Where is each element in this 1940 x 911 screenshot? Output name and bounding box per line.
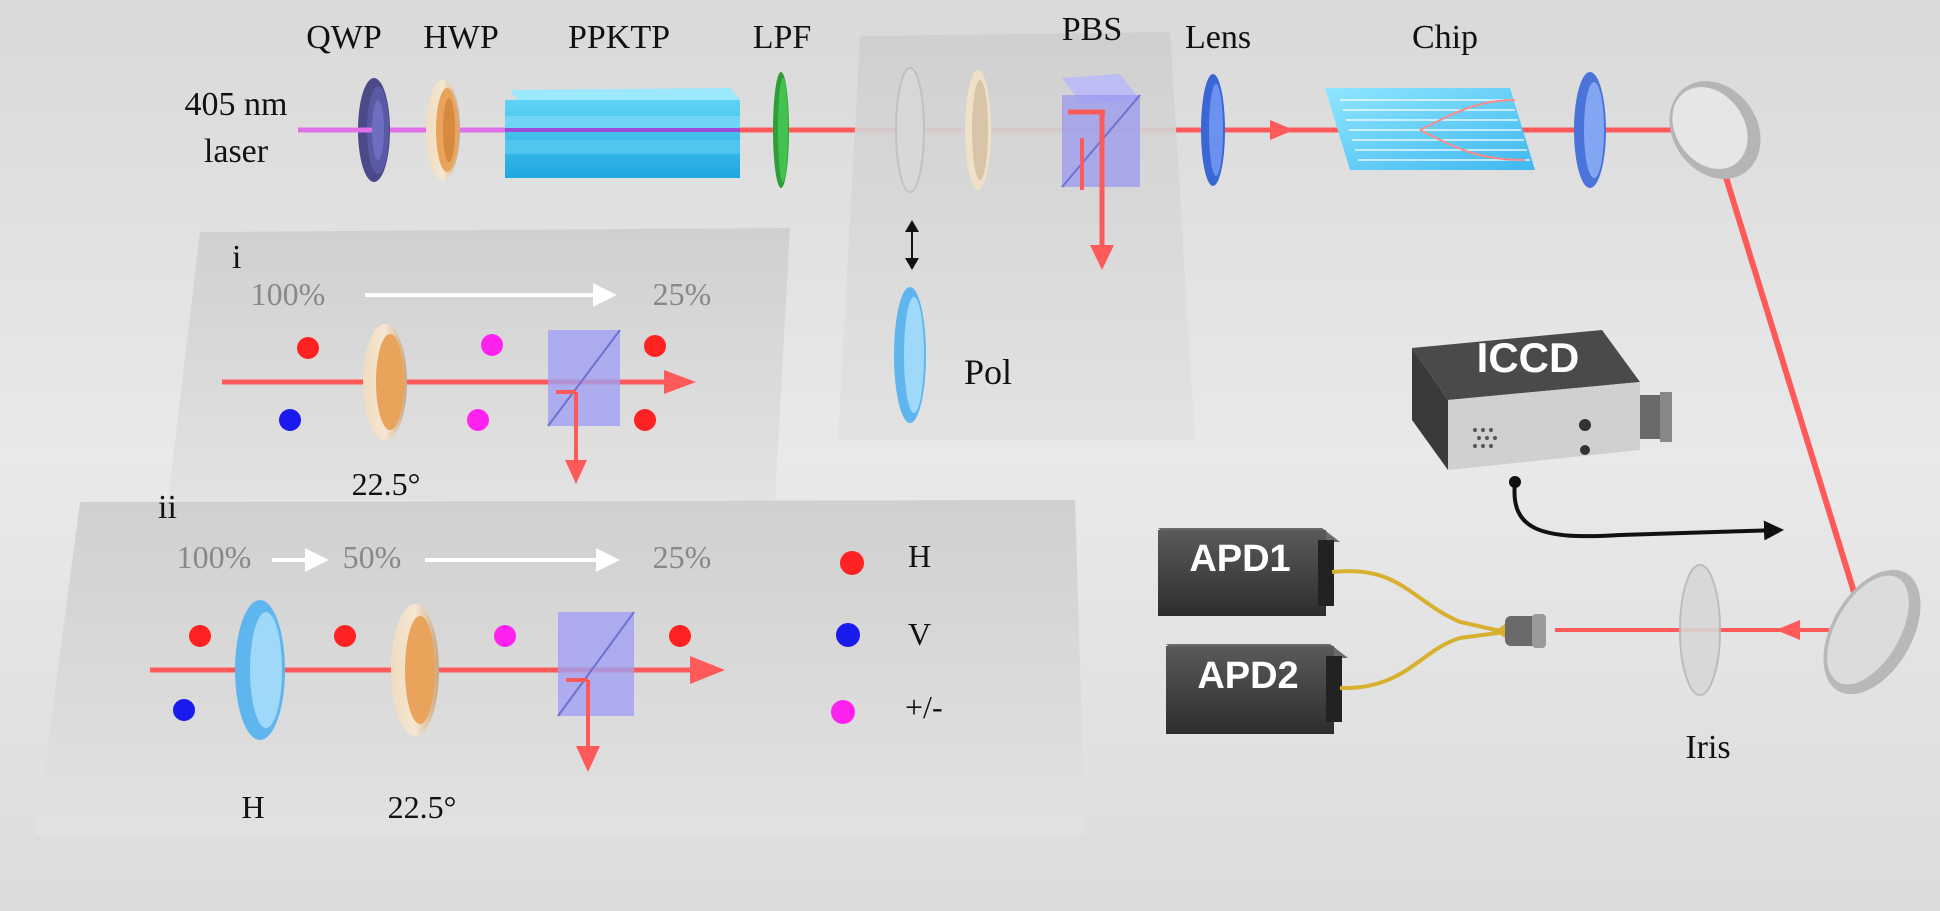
polarizer-panel: [838, 32, 1195, 440]
inset-ii-start-percent: 100%: [177, 539, 252, 575]
inset-ii-dot-v: [173, 699, 195, 721]
label-iris: Iris: [1685, 729, 1730, 766]
label-apd2: APD2: [1197, 655, 1298, 697]
apd2-detector: [1166, 644, 1348, 734]
inset-i-dot-diag-1: [481, 334, 503, 356]
fiber-apd1: [1331, 569, 1506, 634]
upper-mirror: [1669, 81, 1761, 179]
legend-dot-h: [840, 551, 864, 575]
inset-i-dot-h: [297, 337, 319, 359]
inset-i-dot-v: [279, 409, 301, 431]
label-apd1: APD1: [1189, 538, 1290, 580]
hwp2-plate: [965, 70, 991, 190]
inset-i-end-percent: 25%: [653, 276, 712, 312]
apd1-detector: [1158, 528, 1340, 616]
pol-plate: [894, 287, 926, 423]
pol-insertion-arrow: [905, 220, 919, 270]
beam-arrowhead: [1270, 120, 1294, 140]
beam-to-lower-mirror: [1709, 131, 1865, 619]
legend-label-v: V: [908, 616, 931, 652]
iccd-cable-end: [1509, 476, 1521, 488]
inset-i-hwp-angle: 22.5°: [352, 466, 421, 502]
ppktp-crystal: [505, 88, 740, 178]
inset-ii-hwp-angle: 22.5°: [388, 789, 457, 825]
inset-i-dot-diag-2: [467, 409, 489, 431]
label-iccd: ICCD: [1477, 334, 1580, 381]
inset-i-dot-h-out-2: [634, 409, 656, 431]
lower-mirror: [1823, 569, 1921, 695]
inset-ii-mid-percent: 50%: [343, 539, 402, 575]
hwp-plate: [426, 80, 460, 180]
qwp-plate: [358, 78, 390, 182]
inset-ii-pbs: [557, 611, 635, 772]
inset-i-dot-h-out: [644, 335, 666, 357]
inset-ii-beam-arrowhead: [690, 656, 725, 684]
label-pol: Pol: [964, 352, 1012, 392]
label-qwp: QWP: [306, 19, 382, 56]
legend-label-h: H: [908, 538, 931, 574]
label-chip: Chip: [1412, 19, 1478, 56]
return-beam-arrowhead: [1776, 620, 1800, 640]
legend-dot-diag: [831, 700, 855, 724]
legend-label-diag: +/-: [905, 689, 943, 725]
legend-dot-v: [836, 623, 860, 647]
inset-ii-dot-h: [189, 625, 211, 647]
inset-i-hwp: [363, 324, 407, 440]
inset-ii-dot-diag: [494, 625, 516, 647]
inset-i-pbs: [547, 329, 621, 484]
inset-i-start-percent: 100%: [251, 276, 326, 312]
lpf-filter: [773, 72, 789, 188]
iccd-cable-arrow: [1512, 481, 1784, 541]
fiber-coupler: [1495, 614, 1546, 648]
iris: [1679, 564, 1721, 696]
removable-polarizer-ghost: [895, 67, 925, 193]
label-laser-line2: laser: [204, 133, 269, 170]
inset-ii-polarizer: [235, 600, 285, 740]
pbs-cube: [1061, 74, 1141, 270]
label-hwp: HWP: [423, 19, 499, 56]
inset-ii-pol-label: H: [241, 789, 264, 825]
inset-i-panel: [168, 228, 790, 500]
inset-ii-dot-h-2: [334, 625, 356, 647]
inset-ii-dot-h-out: [669, 625, 691, 647]
inset-ii-tag: ii: [158, 489, 177, 526]
inset-i-tag: i: [232, 239, 241, 276]
label-ppktp: PPKTP: [568, 19, 670, 56]
lens-2: [1574, 72, 1606, 188]
inset-i-beam-arrowhead: [664, 370, 696, 394]
label-lens: Lens: [1185, 19, 1251, 56]
photonic-chip: [1325, 88, 1535, 170]
inset-ii-end-percent: 25%: [653, 539, 712, 575]
iccd-camera: [1412, 330, 1672, 470]
label-lpf: LPF: [753, 19, 812, 56]
fiber-apd2: [1339, 630, 1506, 691]
label-pbs: PBS: [1062, 11, 1123, 48]
label-laser-line1: 405 nm: [185, 86, 288, 123]
inset-ii-hwp: [391, 604, 439, 736]
lens-1: [1201, 74, 1225, 186]
legend: H V +/-: [831, 538, 943, 725]
